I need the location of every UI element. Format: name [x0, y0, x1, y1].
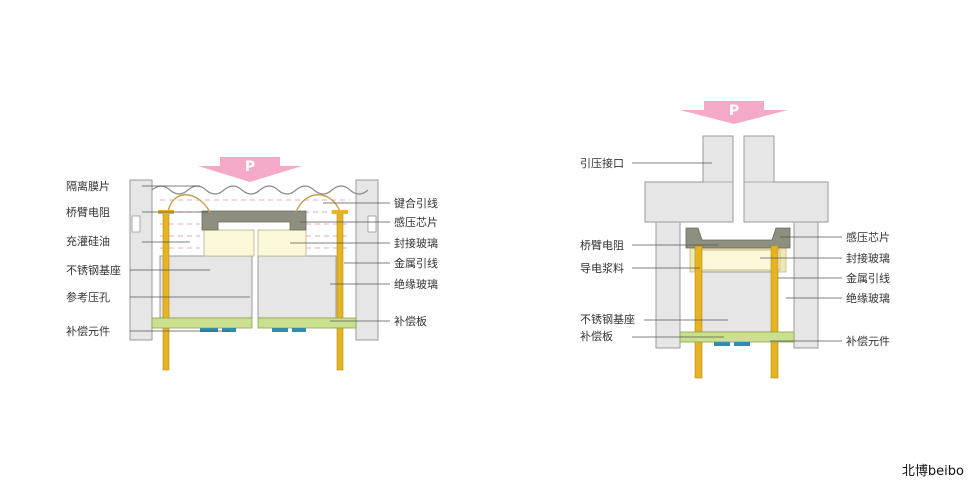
right-sensing-chip — [685, 227, 791, 249]
label-sensing-chip: 感压芯片 — [394, 215, 438, 229]
label-metal-lead: 金属引线 — [394, 256, 438, 270]
right-pressure-label: P — [729, 103, 739, 119]
label-bridge-resistor: 桥臂电阻 — [66, 206, 110, 219]
label-right-metal-lead: 金属引线 — [846, 271, 890, 285]
right-leader-lines — [632, 162, 842, 342]
left-stainless-base-b — [257, 255, 337, 319]
label-sealing-glass: 封接玻璃 — [394, 236, 438, 250]
right-metal-lead-b — [770, 245, 779, 379]
left-compensation-board-b — [257, 317, 357, 329]
label-compensation-component: 补偿元件 — [66, 324, 110, 338]
label-right-compensation-board: 补偿板 — [580, 329, 613, 343]
right-housing-wall-left — [655, 221, 681, 349]
left-leader-lines — [130, 185, 390, 332]
right-stainless-base — [699, 271, 773, 333]
left-pressure-arrow: P — [198, 157, 302, 182]
left-compensation-component-a — [200, 328, 218, 332]
right-pressure-arrow: P — [680, 101, 788, 124]
left-structure-diagram: P — [66, 157, 438, 371]
pressure-port-right — [743, 135, 829, 223]
label-reference-hole: 参考压孔 — [66, 290, 110, 304]
left-sealing-glass-a — [203, 229, 255, 257]
isolation-diaphragm — [151, 185, 369, 195]
left-bond-wire-b — [295, 194, 341, 213]
right-sealing-glass — [699, 249, 781, 271]
label-pressure-port: 引压接口 — [580, 156, 624, 170]
pressure-port-left — [644, 135, 734, 223]
label-silicone-oil: 充灌硅油 — [66, 234, 110, 248]
right-compensation-component — [714, 342, 730, 346]
left-bond-wire-a — [167, 194, 211, 213]
left-compensation-component-b — [272, 328, 288, 332]
left-metal-lead-b — [336, 211, 344, 371]
left-housing-wall-left — [129, 179, 153, 341]
watermark: 北博beibo — [901, 464, 964, 479]
label-conductive-paste: 导电浆料 — [580, 261, 624, 275]
left-stainless-base-a — [159, 255, 253, 319]
right-structure-diagram: P — [580, 101, 890, 379]
silicone-oil-fill — [160, 199, 350, 249]
right-metal-lead-a — [694, 245, 703, 379]
label-stainless-base: 不锈钢基座 — [66, 263, 121, 277]
label-insulating-glass: 绝缘玻璃 — [394, 277, 438, 291]
right-housing-wall-right — [793, 221, 819, 349]
left-pressure-label: P — [245, 159, 255, 175]
label-right-bridge-resistor: 桥臂电阻 — [580, 239, 624, 252]
left-sensing-chip — [201, 210, 307, 231]
label-right-compensation-component: 补偿元件 — [846, 334, 890, 348]
left-compensation-board-a — [151, 317, 253, 329]
label-bond-wire: 键合引线 — [394, 196, 438, 210]
left-metal-lead-a — [162, 211, 170, 371]
label-right-insulating-glass: 绝缘玻璃 — [846, 291, 890, 305]
label-right-sensing-chip: 感压芯片 — [846, 230, 890, 244]
label-right-sealing-glass: 封接玻璃 — [846, 251, 890, 265]
left-housing-wall-right — [355, 179, 379, 341]
label-isolation-diaphragm: 隔离膜片 — [66, 179, 110, 193]
label-compensation-board: 补偿板 — [394, 314, 427, 328]
label-right-stainless-base: 不锈钢基座 — [580, 312, 635, 326]
